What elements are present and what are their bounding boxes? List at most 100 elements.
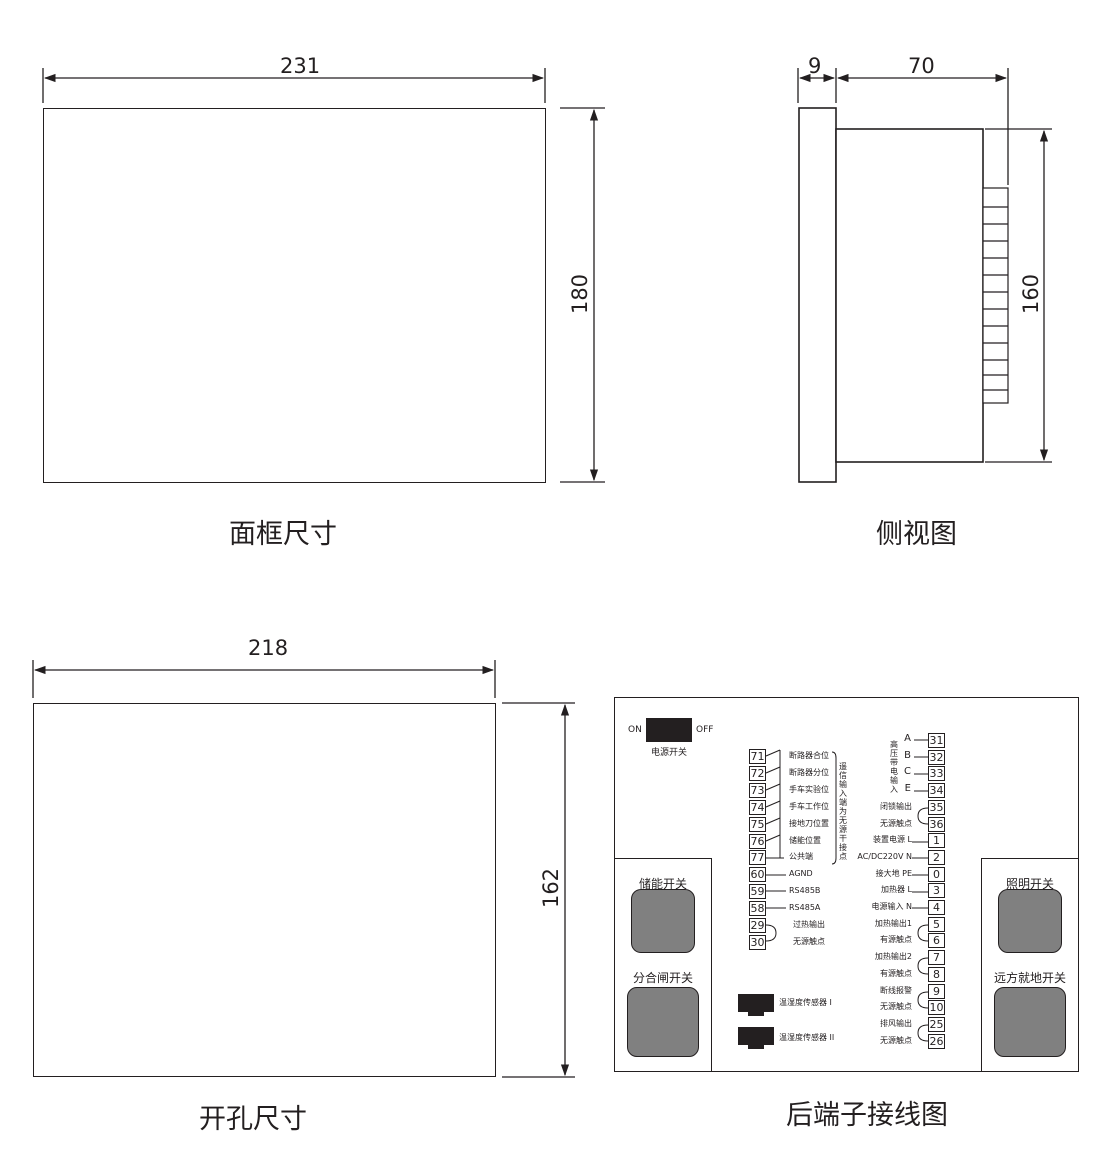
side-view-body — [798, 107, 984, 483]
side-front-depth-label: 9 — [808, 54, 822, 78]
right-terminal-label: AC/DC220V N — [857, 851, 912, 861]
right-terminal-label: 闭锁输出 — [880, 801, 912, 811]
front-frame-caption: 面框尺寸 — [229, 519, 337, 550]
right-terminal[interactable]: 34 — [928, 783, 945, 799]
right-terminal[interactable]: 2 — [928, 849, 945, 865]
sensor-1-label: 温湿度传感器 I — [779, 998, 832, 1007]
left-terminal[interactable]: 30 — [749, 934, 766, 950]
left-terminal[interactable]: 77 — [749, 850, 766, 866]
side-view-caption: 侧视图 — [876, 519, 957, 550]
right-terminal-label: B — [904, 749, 911, 761]
left-terminal-label: 接地刀位置 — [789, 818, 829, 828]
right-terminal-label: 加热器 L — [881, 885, 912, 895]
left-terminal-label: 公共端 — [789, 852, 813, 862]
right-terminal-label: 断线报警 — [880, 985, 912, 995]
sensor-2-label: 温湿度传感器 II — [779, 1033, 835, 1042]
right-terminal-label: 排风输出 — [880, 1018, 912, 1028]
right-terminal-label: A — [904, 733, 911, 744]
frame-width-label: 231 — [280, 54, 321, 78]
remote-local-switch-label: 远方就地开关 — [993, 971, 1066, 985]
right-terminal-label: E — [904, 783, 911, 795]
right-terminal-label: 电源输入 N — [871, 902, 912, 911]
right-terminal[interactable]: 26 — [928, 1033, 945, 1049]
signal-group-label: 遥信输入端为无源干接点 — [839, 762, 847, 861]
sensor-1-connector[interactable] — [738, 994, 774, 1012]
sensor-2-tab — [748, 1045, 764, 1049]
right-terminal[interactable]: 8 — [928, 966, 945, 982]
side-body-depth-label: 70 — [908, 54, 935, 78]
left-terminal[interactable]: 60 — [749, 867, 766, 883]
remote-local-switch[interactable] — [994, 987, 1066, 1057]
power-switch-label: 电源开关 — [651, 748, 688, 758]
left-terminal-label: 手车实验位 — [789, 784, 829, 794]
left-terminal-label: 储能位置 — [789, 835, 821, 845]
left-terminal[interactable]: 74 — [749, 799, 766, 815]
right-terminal[interactable]: 0 — [928, 866, 945, 882]
right-terminal[interactable]: 3 — [928, 883, 945, 899]
right-terminal[interactable]: 35 — [928, 799, 945, 815]
right-terminal[interactable]: 31 — [928, 733, 945, 748]
left-terminal-label: 断路器合位 — [789, 751, 829, 760]
power-switch[interactable] — [646, 718, 692, 742]
rear-terminal-caption: 后端子接线图 — [786, 1100, 948, 1131]
right-terminal-label: 有源触点 — [880, 935, 912, 945]
right-terminal-label: C — [904, 766, 911, 778]
left-terminal[interactable]: 72 — [749, 765, 766, 781]
cutout-caption: 开孔尺寸 — [199, 1104, 307, 1135]
side-height-label: 160 — [1019, 273, 1044, 315]
left-terminal[interactable]: 76 — [749, 833, 766, 849]
left-terminal-label: RS485B — [789, 886, 821, 896]
power-on-label: ON — [628, 725, 642, 735]
hv-input-label: 高压带电输入 — [890, 740, 898, 794]
cutout-rect — [33, 703, 496, 1077]
right-terminal[interactable]: 7 — [928, 950, 945, 966]
left-terminal[interactable]: 75 — [749, 816, 766, 832]
left-terminal[interactable]: 73 — [749, 782, 766, 798]
right-terminal-label: 无源触点 — [880, 1002, 912, 1012]
left-terminal[interactable]: 58 — [749, 901, 766, 917]
right-terminal[interactable]: 33 — [928, 766, 945, 782]
right-terminal[interactable]: 1 — [928, 833, 945, 849]
right-terminal[interactable]: 5 — [928, 916, 945, 932]
front-frame-rect — [43, 108, 546, 483]
rear-wiring — [765, 739, 929, 1042]
right-terminal-label: 加热输出2 — [874, 952, 912, 962]
cutout-height-label: 162 — [539, 867, 564, 909]
right-terminal[interactable]: 4 — [928, 900, 945, 915]
power-off-label: OFF — [696, 725, 714, 735]
left-terminal[interactable]: 71 — [749, 749, 766, 764]
energy-storage-switch[interactable] — [631, 889, 695, 953]
right-terminal-label: 接大地 PE — [875, 868, 912, 878]
left-terminal-label: 手车工作位 — [789, 801, 829, 811]
frame-height-label: 180 — [568, 273, 593, 315]
open-close-switch[interactable] — [627, 987, 699, 1057]
right-terminal-label: 无源触点 — [880, 1035, 912, 1045]
right-terminal-label: 无源触点 — [880, 818, 912, 828]
open-close-switch-label: 分合闸开关 — [632, 971, 693, 985]
side-view-terminal-strip — [982, 187, 1009, 404]
right-terminal-label: 有源触点 — [880, 968, 912, 978]
left-terminal-label: 过热输出 — [793, 920, 825, 929]
cutout-width-label: 218 — [248, 636, 289, 660]
sensor-2-connector[interactable] — [738, 1027, 774, 1045]
right-button-panel: 照明开关 远方就地开关 — [981, 858, 1079, 1072]
lighting-switch-label: 照明开关 — [1005, 877, 1054, 891]
right-terminal[interactable]: 6 — [928, 933, 945, 949]
lighting-switch[interactable] — [998, 889, 1062, 953]
left-terminal[interactable]: 59 — [749, 884, 766, 900]
sensor-1-tab — [748, 1012, 764, 1016]
left-button-panel: 储能开关 分合闸开关 — [614, 858, 712, 1072]
left-terminal-label: AGND — [789, 869, 813, 879]
right-terminal[interactable]: 10 — [928, 1000, 945, 1016]
energy-storage-switch-label: 储能开关 — [638, 877, 687, 891]
left-terminal-label: 无源触点 — [793, 936, 825, 946]
right-terminal[interactable]: 9 — [928, 983, 945, 999]
right-terminal-label: 装置电源 L — [873, 835, 912, 845]
right-terminal[interactable]: 36 — [928, 816, 945, 832]
right-terminal-label: 加热输出1 — [874, 918, 912, 928]
left-terminal-label: RS485A — [789, 903, 821, 913]
left-terminal[interactable]: 29 — [749, 918, 766, 933]
right-terminal[interactable]: 32 — [928, 749, 945, 765]
right-terminal[interactable]: 25 — [928, 1016, 945, 1032]
